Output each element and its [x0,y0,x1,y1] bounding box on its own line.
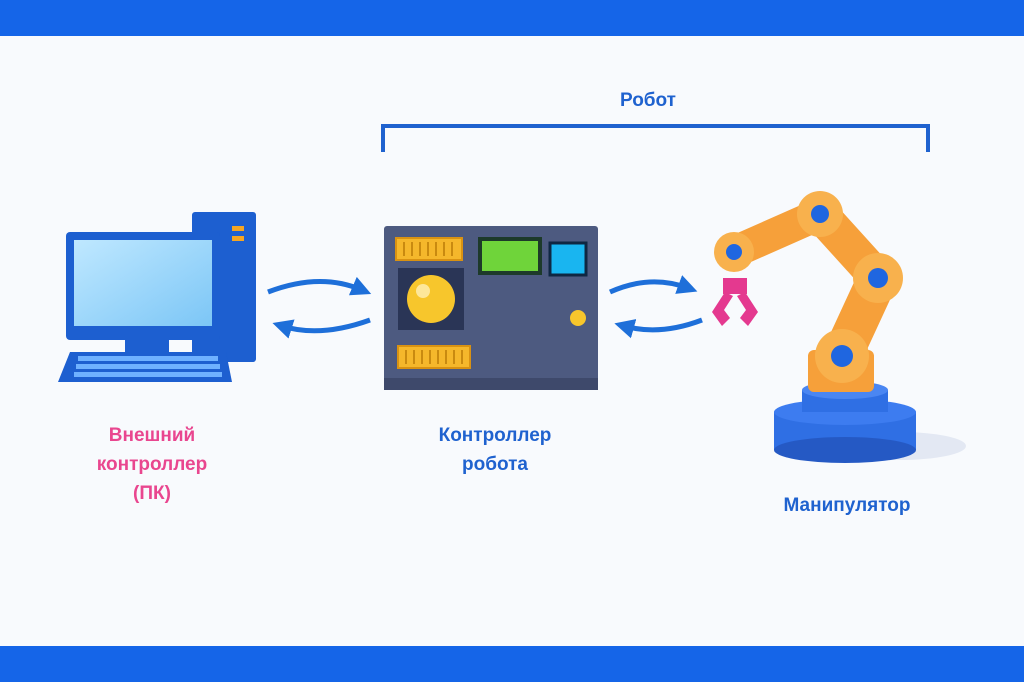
computer-icon [58,212,256,382]
pc-label: Внешний контроллер (ПК) [96,425,208,504]
bottom-band [0,646,1024,682]
controller-label: Контроллер робота [438,425,552,475]
arrow-controller-to-pc [272,317,371,339]
manipulator-label: Манипулятор [783,495,911,516]
robot-controller-icon [384,226,598,390]
robot-arm-icon [712,191,966,463]
robot-bracket [381,124,930,152]
arrow-controller-to-manipulator [608,275,698,295]
top-band [0,0,1024,36]
arrow-manipulator-to-controller [614,317,703,339]
arrow-pc-to-controller [267,276,372,296]
robot-group-label: Робот [620,90,676,111]
